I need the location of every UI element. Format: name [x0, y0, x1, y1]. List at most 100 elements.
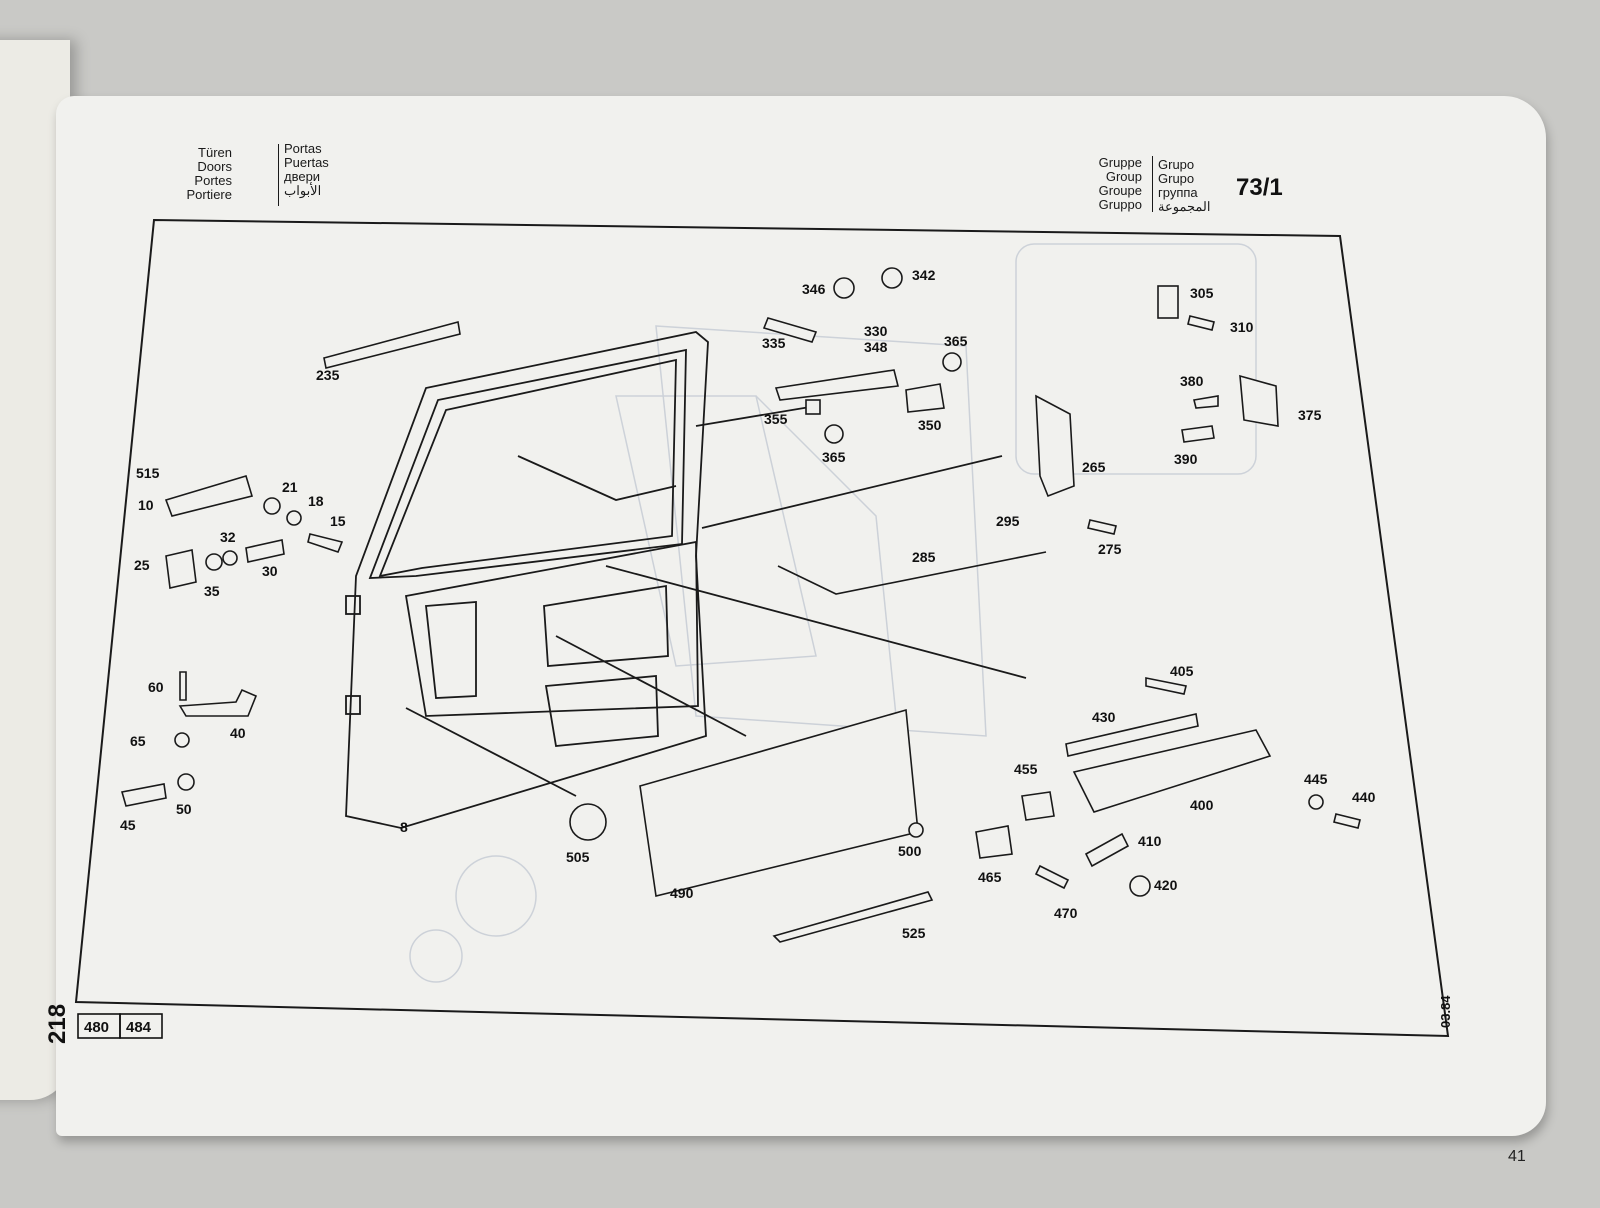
- callout-305: 305: [1190, 285, 1214, 301]
- lock-cylinder-335: [762, 317, 818, 343]
- callout-490: 490: [670, 885, 694, 901]
- catalog-page: Türen Doors Portes Portiere Portas Puert…: [44, 96, 1546, 1165]
- callout-440: 440: [1352, 789, 1376, 805]
- cap-346: [833, 277, 855, 299]
- callout-335: 335: [762, 335, 786, 351]
- callout-342: 342: [912, 267, 936, 283]
- bolt-390: [1181, 425, 1215, 443]
- callout-390: 390: [1174, 451, 1198, 467]
- group-label-it: Gruppo: [1098, 197, 1142, 212]
- washer-35: [205, 553, 223, 571]
- plate-355: [805, 399, 821, 415]
- callout-505: 505: [566, 849, 590, 865]
- group-labels-a: Gruppe Group Groupe Gruppo: [1056, 156, 1142, 212]
- door-shell-drawing: [345, 331, 1027, 829]
- title-languages-a: Türen Doors Portes Portiere: [160, 146, 232, 202]
- callout-365-lower: 365: [822, 449, 846, 465]
- callout-40: 40: [230, 725, 246, 741]
- nut-365b: [824, 424, 844, 444]
- gasket-350: [905, 383, 945, 413]
- title-de: Türen: [198, 145, 232, 160]
- callout-235: 235: [316, 367, 340, 383]
- handle-330: [774, 369, 899, 401]
- callout-45: 45: [120, 817, 136, 833]
- title-en: Doors: [197, 159, 232, 174]
- callout-405: 405: [1170, 663, 1194, 679]
- cap-342: [881, 267, 903, 289]
- cap-455: [1021, 791, 1055, 821]
- callout-8: 8: [400, 819, 408, 835]
- bolt-45: [120, 783, 167, 807]
- group-label-de: Gruppe: [1098, 155, 1142, 170]
- group-label-pt: Grupo: [1158, 157, 1195, 172]
- callout-455: 455: [1014, 761, 1038, 777]
- model-series-label: 218: [44, 1003, 71, 1044]
- screw-275: [1087, 519, 1117, 535]
- callout-25: 25: [134, 557, 150, 573]
- callout-60: 60: [148, 679, 164, 695]
- callout-265: 265: [1082, 459, 1106, 475]
- lock-265: [1035, 394, 1075, 498]
- group-label-en: Group: [1105, 169, 1142, 184]
- bolt-30: [245, 539, 285, 563]
- callout-365-upper: 365: [944, 333, 968, 349]
- hinge-10: [164, 475, 254, 517]
- group-label-ru: группа: [1158, 185, 1198, 200]
- callout-18: 18: [308, 493, 324, 509]
- callout-50: 50: [176, 801, 192, 817]
- pin-60: [179, 671, 187, 701]
- callout-310: 310: [1230, 319, 1254, 335]
- title-separator: [278, 144, 279, 206]
- screw-440: [1333, 813, 1361, 829]
- bracket-410: [1084, 832, 1130, 868]
- callout-420: 420: [1154, 877, 1178, 893]
- callout-380: 380: [1180, 373, 1204, 389]
- diagram-frame: [74, 218, 1450, 1038]
- faint-background-drawing: [409, 243, 1257, 983]
- parts-drawings: [120, 267, 1361, 943]
- group-label-es: Grupo: [1158, 171, 1195, 186]
- callout-348: 348: [864, 339, 888, 355]
- striker-305: [1157, 285, 1179, 319]
- screw-310: [1187, 315, 1215, 331]
- callout-30: 30: [262, 563, 278, 579]
- group-labels-b: Grupo Grupo группа المجموعة: [1158, 158, 1210, 214]
- group-code: 73/1: [1236, 174, 1283, 201]
- bolt-15: [307, 533, 344, 553]
- clip-465: [975, 825, 1013, 859]
- plug-505: [569, 803, 607, 841]
- clip-500: [908, 822, 924, 838]
- callout-375: 375: [1298, 407, 1322, 423]
- ring-18: [286, 510, 302, 526]
- clip-65: [174, 732, 190, 748]
- model-box-group: 480 484: [77, 1013, 163, 1039]
- callout-515: 515: [136, 465, 160, 481]
- clip-420: [1129, 875, 1151, 897]
- armrest-400: [1072, 729, 1272, 813]
- page-number: 41: [1508, 1148, 1526, 1165]
- callout-32: 32: [220, 529, 236, 545]
- callout-445: 445: [1304, 771, 1328, 787]
- callout-350: 350: [918, 417, 942, 433]
- bracket-430: [1065, 713, 1199, 757]
- hinge-plate-25: [165, 549, 197, 589]
- callout-410: 410: [1138, 833, 1162, 849]
- model-box-2-label: 484: [126, 1019, 152, 1036]
- callout-330: 330: [864, 323, 888, 339]
- date-code: 03.84: [1438, 995, 1453, 1028]
- callout-500: 500: [898, 843, 922, 859]
- bracket-375: [1239, 374, 1279, 427]
- washer-21: [263, 497, 281, 515]
- callout-65: 65: [130, 733, 146, 749]
- title-pt: Portas: [284, 141, 322, 156]
- seal-strip-235: [323, 320, 461, 369]
- model-box-1-label: 480: [84, 1019, 109, 1036]
- washer-32: [222, 550, 238, 566]
- screw-380: [1193, 395, 1219, 409]
- callout-35: 35: [204, 583, 220, 599]
- washer-50: [177, 773, 195, 791]
- pin-405: [1145, 677, 1187, 695]
- washer-445: [1308, 794, 1324, 810]
- callout-15: 15: [330, 513, 346, 529]
- callout-470: 470: [1054, 905, 1078, 921]
